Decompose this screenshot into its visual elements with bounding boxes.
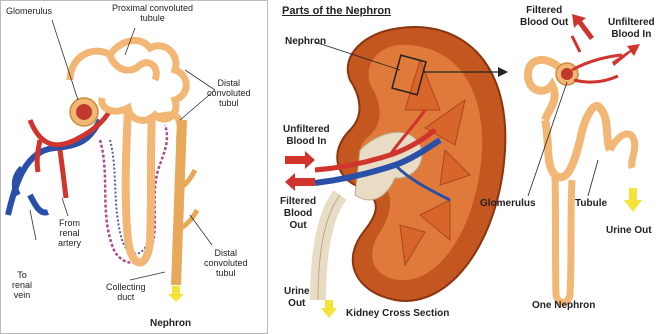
collecting-duct — [176, 120, 182, 285]
label-unfiltered-blood-in: Unfiltered Blood In — [283, 124, 330, 148]
loop-of-henle — [126, 108, 152, 263]
filtered-blood-out-arrow-right — [572, 14, 594, 40]
label-filtered-blood-out-top: Filtered Blood Out — [520, 5, 568, 29]
label-unfiltered-blood-in-right: Unfiltered Blood In — [608, 17, 655, 41]
label-tubule: Tubule — [575, 198, 607, 210]
label-glomerulus: Glomerulus — [6, 6, 52, 16]
label-nephron-caption: Nephron — [150, 318, 191, 330]
loop-of-henle-right — [555, 175, 572, 303]
zoom-arrow — [498, 67, 508, 77]
collecting-tubule-right — [610, 134, 635, 168]
label-kidney-cross-section: Kidney Cross Section — [346, 308, 449, 320]
label-filtered-blood-out: Filtered Blood Out — [280, 196, 316, 232]
label-proximal-tubule: Proximal convoluted tubule — [112, 3, 193, 23]
label-to-renal-vein: To renal vein — [12, 270, 32, 300]
distal-tubule-right — [545, 106, 610, 177]
label-urine-out-right: Urine Out — [606, 225, 652, 237]
label-distal-tubule-bottom: Distal convoluted tubul — [204, 248, 248, 278]
peritubular-capillaries — [100, 125, 167, 263]
proximal-tubule-right — [528, 60, 560, 120]
label-from-renal-artery: From renal artery — [58, 218, 81, 248]
glomerulus-right — [561, 68, 573, 80]
right-panel-title: Parts of the Nephron — [282, 5, 391, 17]
urine-out-left-arrow — [321, 300, 337, 318]
label-distal-tubule-top: Distal convoluted tubul — [207, 78, 251, 108]
label-urine-out-left: Urine Out — [284, 286, 310, 310]
urine-out-right-arrow — [624, 188, 642, 212]
label-nephron: Nephron — [285, 36, 326, 48]
label-glomerulus-right: Glomerulus — [480, 198, 536, 210]
label-collecting-duct: Collecting duct — [106, 282, 146, 302]
filtered-blood-out-arrow — [285, 173, 315, 191]
label-one-nephron: One Nephron — [532, 300, 595, 312]
urine-arrow — [168, 286, 184, 302]
glomerulus — [76, 104, 92, 120]
kidney-cross-section — [285, 27, 508, 318]
unfiltered-blood-in-arrow — [285, 151, 315, 169]
one-nephron-drawing — [528, 14, 642, 303]
left-nephron-drawing — [8, 20, 215, 302]
